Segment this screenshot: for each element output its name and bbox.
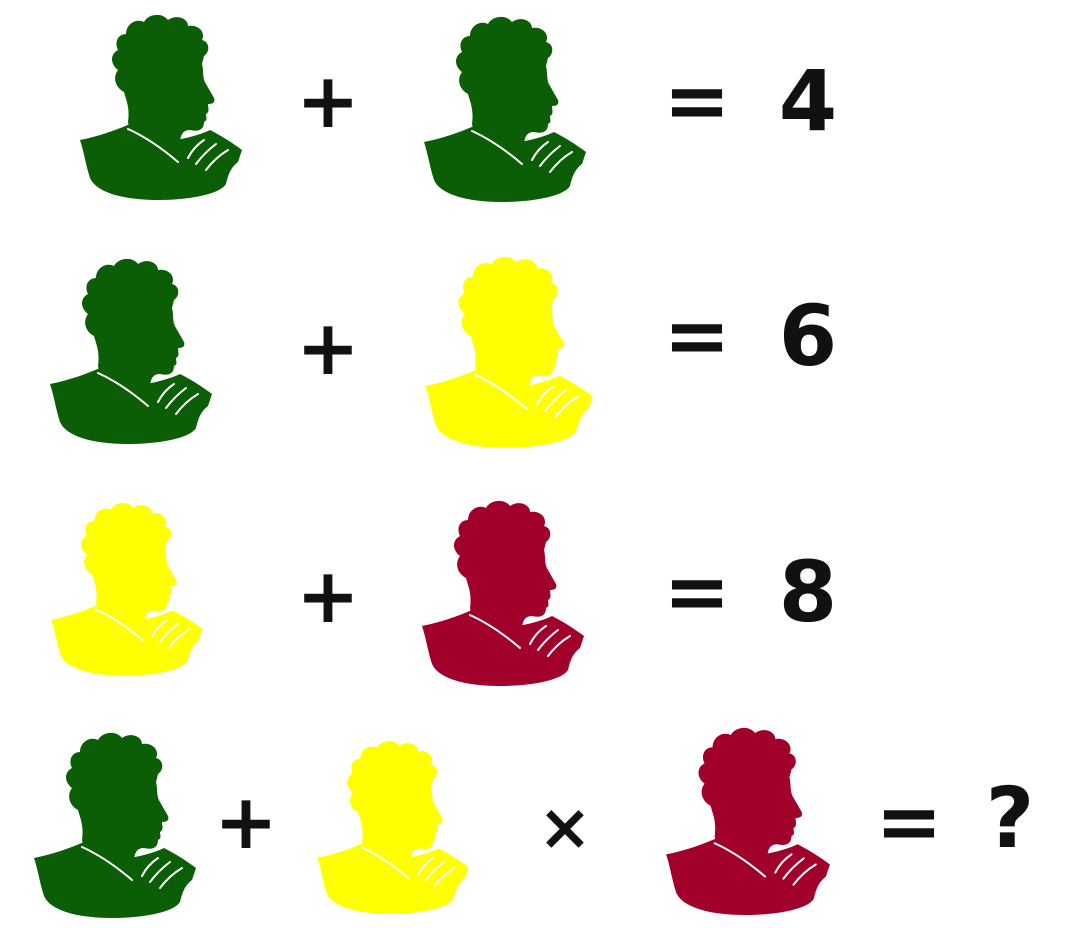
red-bust-icon	[412, 498, 592, 688]
green-bust-icon	[414, 14, 594, 204]
plus-sign: +	[296, 551, 360, 641]
yellow-bust-icon	[42, 500, 210, 678]
equals-sign: =	[663, 289, 731, 382]
green-bust-icon	[70, 12, 250, 202]
yellow-bust-icon	[412, 254, 604, 450]
result-value: 4	[778, 51, 838, 150]
green-bust-icon	[24, 730, 204, 920]
equals-sign: =	[663, 545, 731, 638]
plus-sign: +	[296, 303, 360, 393]
plus-sign: +	[296, 56, 360, 146]
red-bust-icon	[656, 724, 838, 918]
equals-sign: =	[875, 775, 943, 868]
plus-sign: +	[214, 777, 278, 867]
unknown-result: ?	[985, 768, 1035, 867]
equals-sign: =	[663, 54, 731, 147]
result-value: 6	[778, 286, 838, 385]
multiply-sign: ×	[538, 790, 592, 865]
yellow-bust-icon	[308, 738, 476, 916]
green-bust-icon	[40, 256, 220, 446]
result-value: 8	[778, 542, 838, 641]
